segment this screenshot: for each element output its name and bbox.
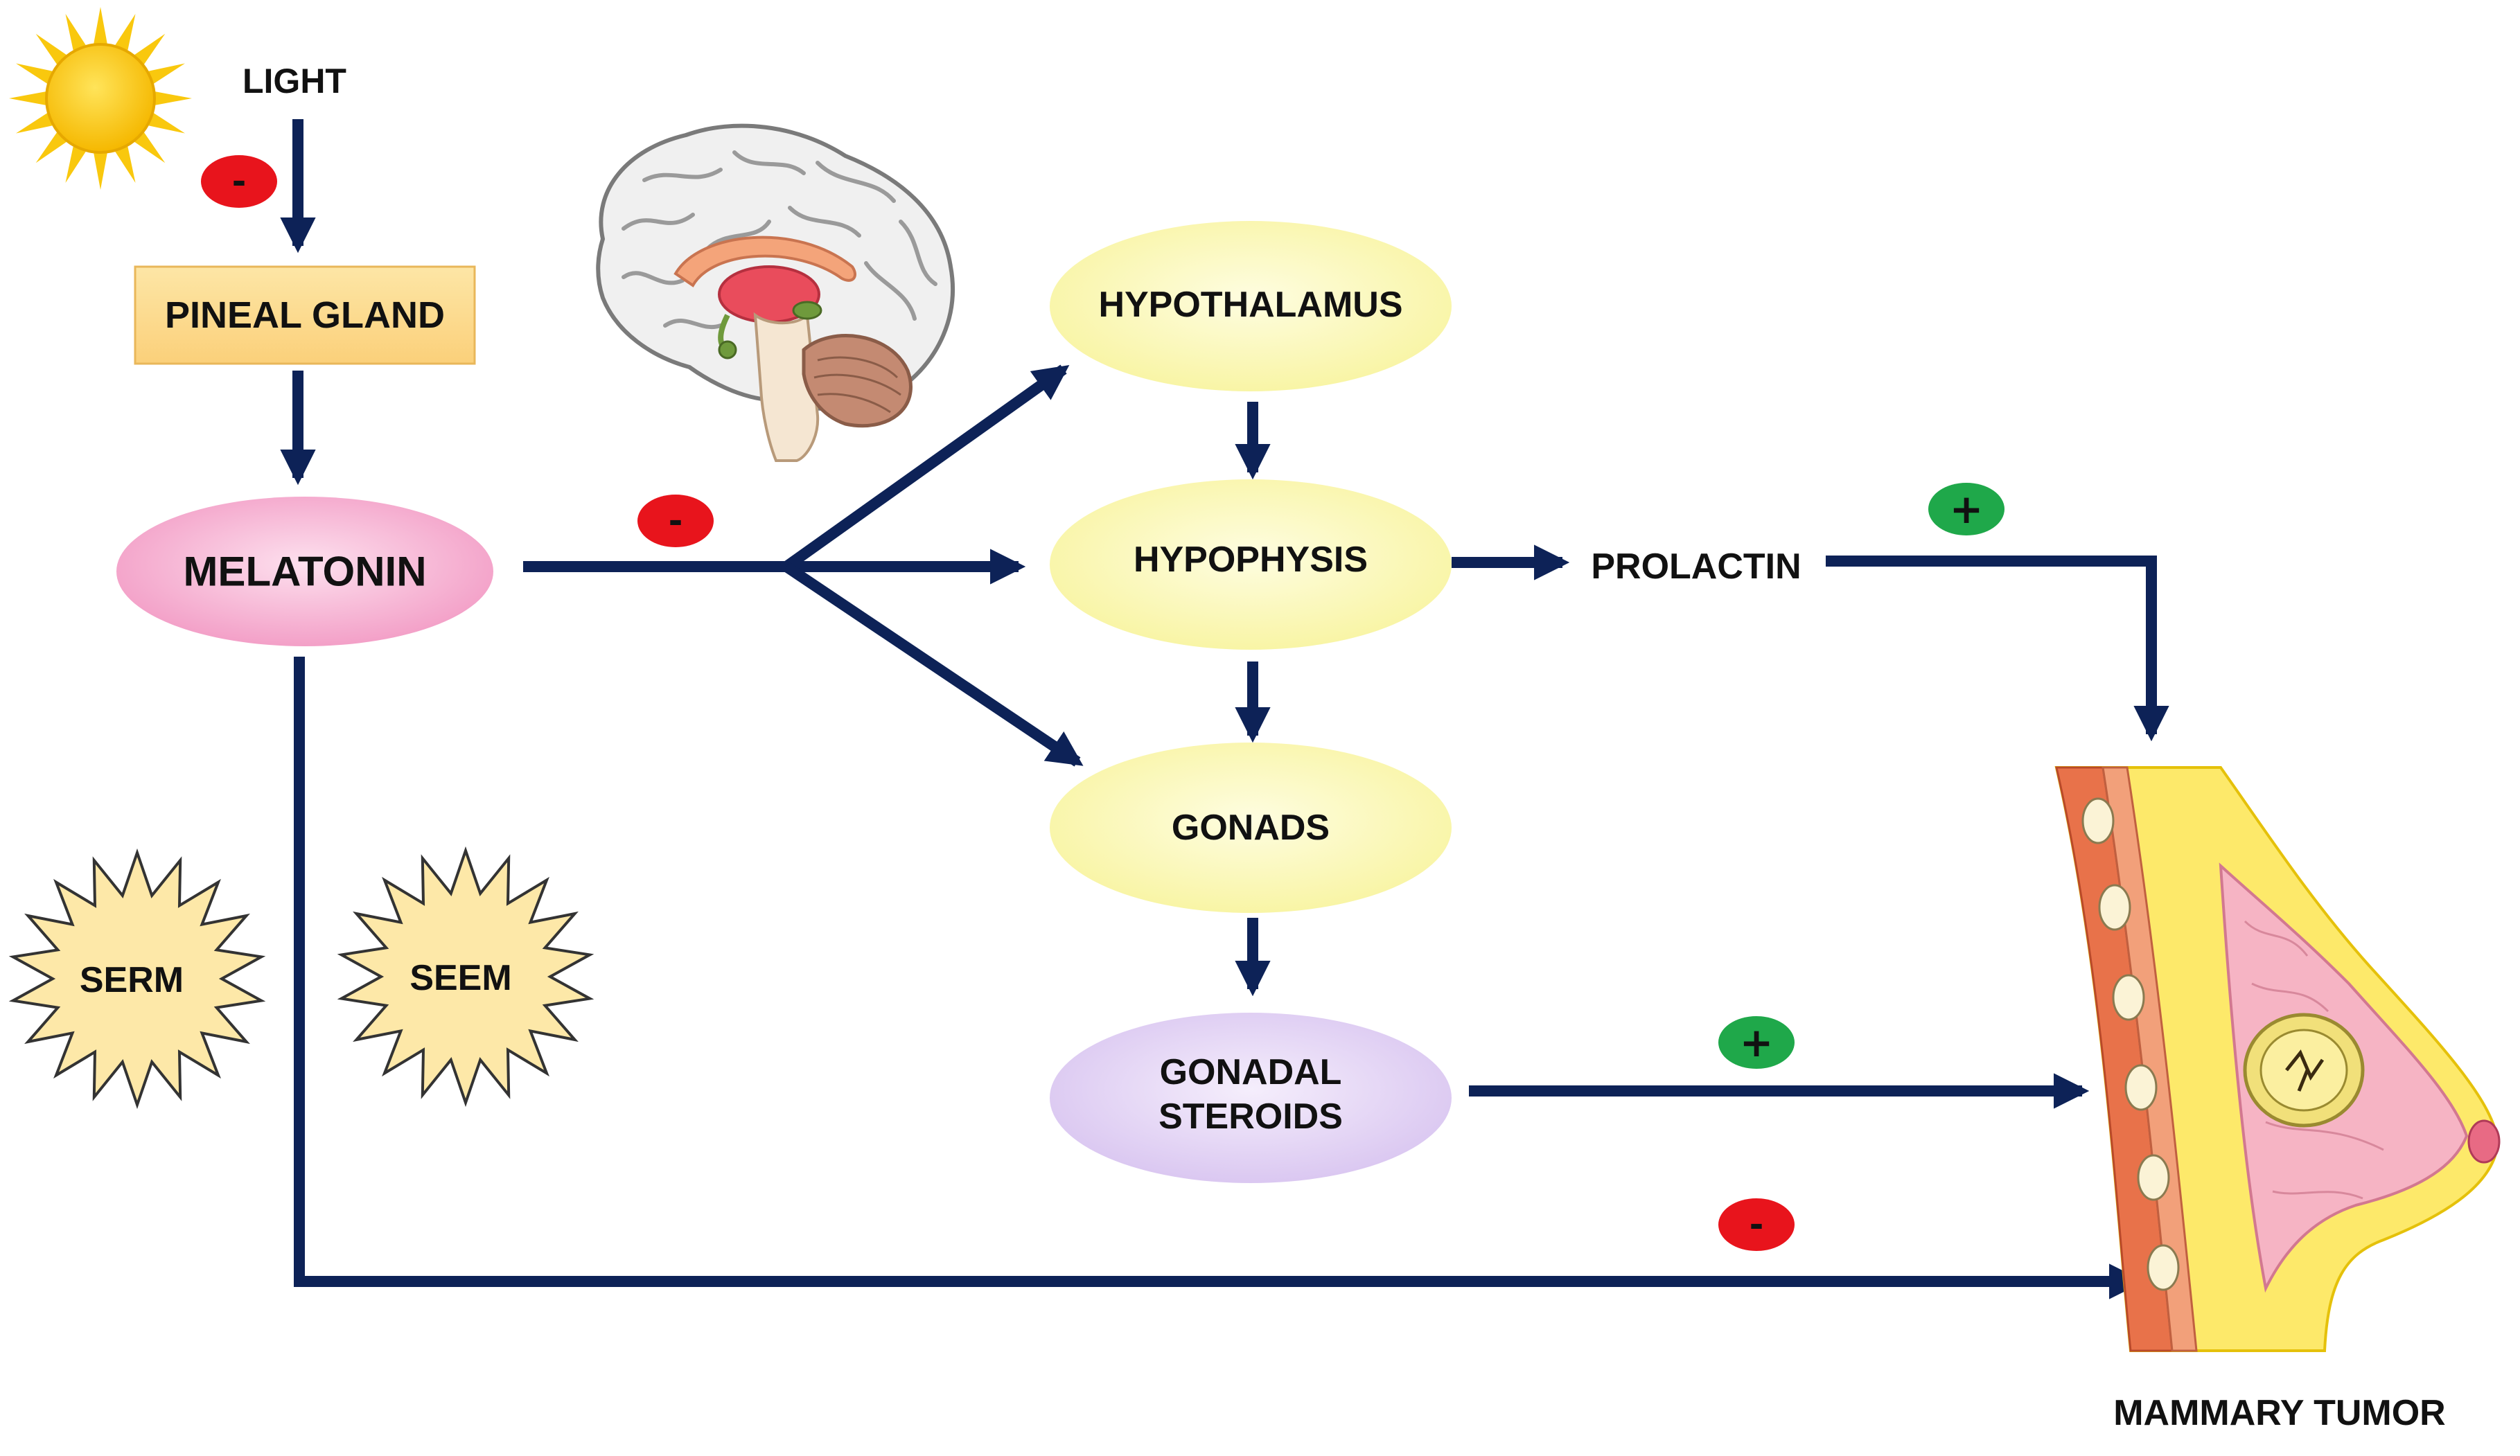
mammary-tumor-label: MAMMARY TUMOR [2113, 1393, 2446, 1433]
gonadal-steroids-node: GONADAL STEROIDS [1050, 1013, 1452, 1183]
pineal-gland-label: PINEAL GLAND [165, 294, 445, 336]
hypothalamus-label: HYPOTHALAMUS [1098, 285, 1402, 325]
svg-text:+: + [1950, 486, 1984, 533]
arrow-melatonin-to-tumor [294, 657, 2145, 1299]
hypothalamus-node: HYPOTHALAMUS [1050, 221, 1452, 391]
sign-badge-melatonin-to-tumor: - [1718, 1198, 1795, 1251]
melatonin-node: MELATONIN [116, 497, 493, 646]
brain-icon [596, 123, 955, 462]
pineal-gland-node: PINEAL GLAND [134, 265, 476, 365]
arrow-prolactin-to-tumor [1826, 556, 2169, 742]
sun-icon [9, 7, 192, 190]
sign-badge-prolactin-to-tumor: + [1928, 483, 2004, 535]
gonads-node: GONADS [1050, 743, 1452, 913]
breast-tissue-icon [2054, 766, 2501, 1352]
svg-text:-: - [1750, 1205, 1764, 1245]
svg-text:+: + [1740, 1019, 1774, 1066]
light-label: LIGHT [243, 62, 346, 100]
svg-text:-: - [232, 161, 247, 202]
serm-label: SERM [80, 960, 184, 1000]
seem-starburst: SEEM [337, 846, 594, 1108]
sign-badge-melatonin-to-axis: - [637, 495, 714, 547]
hypophysis-node: HYPOPHYSIS [1050, 479, 1452, 650]
sign-badge-steroids-to-tumor: + [1718, 1016, 1795, 1069]
sign-badge-light-to-pineal: - [201, 155, 277, 208]
seem-label: SEEM [409, 958, 511, 998]
gonadal-steroids-label-line2: STEROIDS [1158, 1097, 1343, 1137]
svg-text:-: - [669, 501, 683, 541]
prolactin-label: PROLACTIN [1591, 547, 1801, 587]
gonadal-steroids-label-line1: GONADAL [1160, 1052, 1342, 1092]
serm-starburst: SERM [8, 848, 266, 1110]
arrow-melatonin-to-gonads [783, 562, 1084, 767]
sun-rays [9, 7, 192, 190]
sun-disc [45, 43, 156, 154]
hypophysis-label: HYPOPHYSIS [1134, 540, 1368, 580]
melatonin-label: MELATONIN [183, 549, 426, 595]
arrow-melatonin-to-hypothalamus [783, 364, 1070, 571]
gonads-label: GONADS [1172, 808, 1330, 848]
